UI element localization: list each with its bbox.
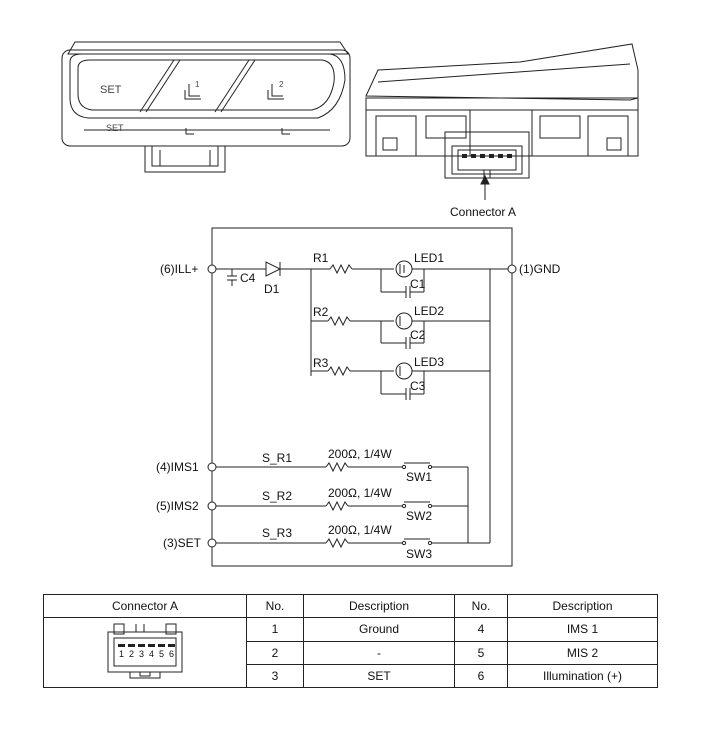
sw3-label: SW3 — [406, 547, 432, 561]
schematic-frame — [211, 227, 513, 567]
r2-label: R2 — [313, 305, 329, 319]
switch-side-view — [365, 43, 639, 179]
svg-text:2: 2 — [279, 80, 284, 89]
sw1-label: SW1 — [406, 470, 432, 484]
connector-table: Connector A No. Description No. Descript… — [43, 593, 658, 689]
d1-label: D1 — [264, 282, 280, 296]
table-row: 1 2 3 4 5 6 1 Ground 4 IMS 1 — [43, 617, 658, 688]
c1-label: C1 — [410, 277, 426, 291]
pin-description: Illumination (+) — [507, 663, 658, 689]
pin-label-ims2: (5)IMS2 — [156, 499, 199, 513]
pin-no: 2 — [246, 640, 304, 665]
c2-label: C2 — [410, 328, 426, 342]
s-r2-label: S_R2 — [262, 489, 292, 503]
connector-face-icon: 1 2 3 4 5 6 — [107, 623, 183, 679]
r3-label: R3 — [313, 356, 329, 370]
led2-label: LED2 — [414, 304, 444, 318]
table-header: No. — [454, 593, 508, 619]
set-label-front: SET — [100, 84, 122, 96]
table-header: No. — [246, 593, 304, 619]
circuit-diagram: SET SET 1 2 — [61, 41, 639, 567]
pin-number: 4 — [149, 649, 154, 659]
resistor-value-3: 200Ω, 1/4W — [328, 523, 392, 537]
table-header: Connector A — [43, 593, 247, 619]
pin-label-gnd: (1)GND — [519, 262, 561, 276]
pin-label-set: (3)SET — [163, 536, 202, 550]
connector-callout-label: Connector A — [450, 205, 516, 219]
pin-description: MIS 2 — [507, 640, 658, 665]
pin-number: 6 — [169, 649, 174, 659]
pin-number: 5 — [159, 649, 164, 659]
pin-description: IMS 1 — [507, 617, 658, 642]
pin-no: 1 — [246, 617, 304, 642]
table-header: Description — [303, 593, 455, 619]
pin-description: Ground — [303, 617, 455, 642]
switch-front-view — [61, 41, 351, 173]
pin-label-ims1: (4)IMS1 — [156, 460, 199, 474]
led3-label: LED3 — [414, 355, 444, 369]
svg-text:1: 1 — [195, 80, 200, 89]
table-header-row: Connector A No. Description No. Descript… — [43, 593, 658, 619]
c3-label: C3 — [410, 379, 426, 393]
s-r3-label: S_R3 — [262, 526, 292, 540]
pin-no: 5 — [454, 640, 508, 665]
resistor-value-2: 200Ω, 1/4W — [328, 486, 392, 500]
pin-description: - — [303, 640, 455, 665]
pin-number: 2 — [129, 649, 134, 659]
c4-label: C4 — [240, 271, 256, 285]
resistor-value-1: 200Ω, 1/4W — [328, 447, 392, 461]
s-r1-label: S_R1 — [262, 451, 292, 465]
pin-label-ill: (6)ILL+ — [160, 262, 198, 276]
table-header: Description — [507, 593, 658, 619]
pin-number: 3 — [139, 649, 144, 659]
pin-no: 4 — [454, 617, 508, 642]
connector-pinout-drawing: 1 2 3 4 5 6 — [43, 617, 247, 688]
r1-label: R1 — [313, 251, 329, 265]
set-label-lower: SET — [106, 123, 124, 133]
pin-no: 3 — [246, 663, 304, 689]
pin-description: SET — [303, 663, 455, 689]
sw2-label: SW2 — [406, 509, 432, 523]
led1-label: LED1 — [414, 251, 444, 265]
pin-no: 6 — [454, 663, 508, 689]
table-row: 3 SET 6 Illumination (+) — [44, 663, 658, 689]
pin-number: 1 — [119, 649, 124, 659]
